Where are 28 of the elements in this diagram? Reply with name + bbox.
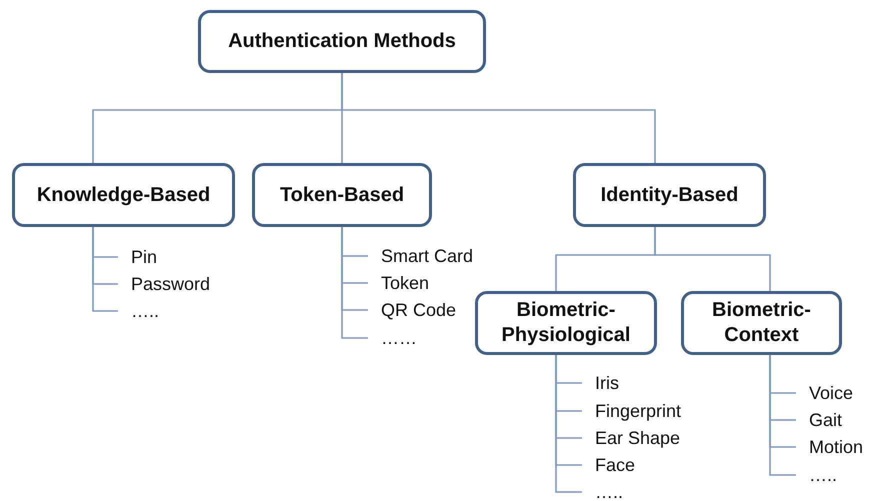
list-item: Gait — [796, 409, 842, 431]
list-item: QR Code — [368, 299, 456, 321]
list-item: ….. — [118, 300, 160, 322]
list-item: Fingerprint — [582, 400, 682, 422]
category-box: Biometric- Context — [681, 291, 842, 355]
connector-line — [555, 355, 582, 493]
list-item: Pin — [118, 246, 158, 268]
list-item: Password — [118, 273, 210, 295]
category-box: Identity-Based — [573, 163, 766, 227]
list-item: ….. — [582, 481, 624, 501]
list-item: Token — [368, 272, 430, 294]
list-item: Ear Shape — [582, 427, 680, 449]
category-box: Biometric- Physiological — [475, 291, 657, 355]
connector-line — [654, 227, 771, 291]
category-box: Authentication Methods — [198, 10, 486, 73]
category-box: Token-Based — [252, 163, 432, 227]
list-item: ….. — [796, 464, 838, 486]
connector-line — [341, 227, 368, 339]
connector-line — [341, 73, 656, 163]
category-box: Knowledge-Based — [12, 163, 235, 227]
connector-line — [769, 355, 796, 476]
connector-line — [92, 227, 118, 312]
list-item: Motion — [796, 436, 864, 458]
list-item: Iris — [582, 372, 619, 394]
list-item: …… — [368, 327, 417, 349]
list-item: Smart Card — [368, 245, 474, 267]
list-item: Face — [582, 454, 636, 476]
list-item: Voice — [796, 382, 854, 404]
